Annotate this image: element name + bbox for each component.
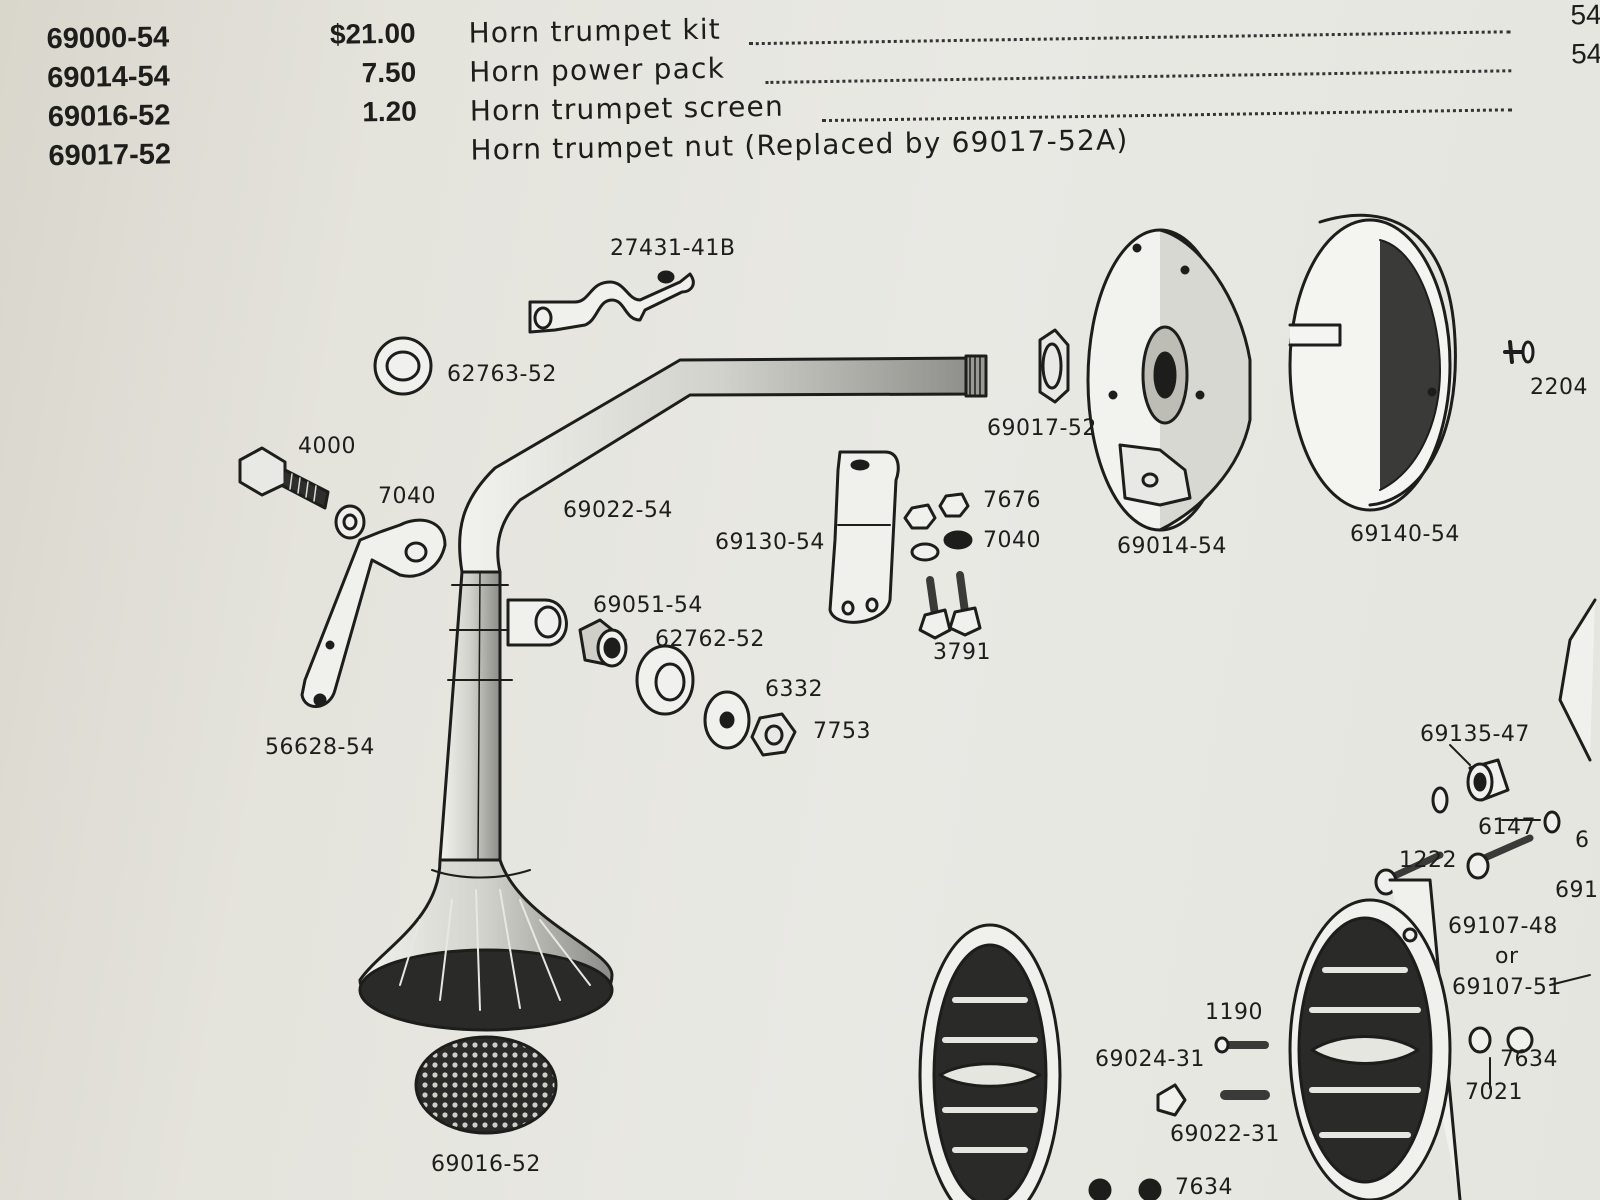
washer-62763 [373, 336, 433, 396]
label-or: or [1495, 944, 1519, 969]
washer-7040 [334, 504, 366, 540]
horn-unit-left [918, 923, 1062, 1200]
label-7634-right: 7634 [1500, 1047, 1558, 1072]
nut-7753 [750, 712, 797, 757]
label-69014-54: 69014-54 [1117, 534, 1227, 559]
label-69051-54: 69051-54 [593, 593, 703, 618]
label-7634-bottom: 7634 [1175, 1175, 1233, 1200]
screw-2204 [1503, 340, 1535, 364]
spacer-69051 [506, 598, 568, 647]
label-69107-51: 69107-51 [1452, 975, 1562, 1000]
washer-6332 [635, 644, 695, 716]
trumpet-screen [414, 1035, 558, 1135]
label-69024-31: 69024-31 [1095, 1047, 1205, 1072]
label-69016-52: 69016-52 [431, 1152, 541, 1177]
bolt-4000 [238, 446, 330, 510]
label-6: 6 [1575, 828, 1590, 853]
trumpet-nut [1038, 328, 1070, 404]
label-69140-54: 69140-54 [1350, 522, 1460, 547]
label-62763-52: 62763-52 [447, 362, 557, 387]
partial-bracket [1558, 598, 1597, 762]
label-1190: 1190 [1205, 1000, 1263, 1025]
label-69017-52: 69017-52 [987, 416, 1097, 441]
label-3791: 3791 [933, 640, 991, 665]
label-7753: 7753 [813, 719, 871, 744]
label-56628-54: 56628-54 [265, 735, 375, 760]
bracket-56628 [300, 518, 447, 708]
label-62762-52: 62762-52 [655, 627, 765, 652]
horn-unit-right [1288, 878, 1462, 1200]
washer-6147 [1431, 786, 1449, 814]
label-27431-41b: 27431-41B [610, 236, 736, 261]
horn-trumpet-tube [358, 354, 988, 1032]
washer-6147-b [1543, 810, 1561, 834]
label-4000: 4000 [298, 434, 356, 459]
screw-1222 [1374, 834, 1534, 896]
label-7040-right: 7040 [983, 528, 1041, 553]
bracket-27431 [528, 270, 695, 334]
label-69022-54: 69022-54 [563, 498, 673, 523]
bracket-69130 [828, 450, 900, 624]
label-691: 691 [1555, 878, 1599, 903]
label-7040-left: 7040 [378, 484, 436, 509]
label-1222: 1222 [1399, 848, 1457, 873]
small-hardware [1088, 974, 1591, 1200]
horn-power-pack [1086, 228, 1252, 532]
label-69107-48: 69107-48 [1448, 914, 1558, 939]
label-7676: 7676 [983, 488, 1041, 513]
label-69130-54: 69130-54 [715, 530, 825, 555]
label-7021: 7021 [1465, 1080, 1523, 1105]
spacer-69135 [1449, 744, 1510, 802]
label-69135-47: 69135-47 [1420, 722, 1530, 747]
power-pack-cover [1288, 213, 1457, 512]
label-69022-31: 69022-31 [1170, 1122, 1280, 1147]
label-6147: 6147 [1478, 815, 1536, 840]
hardware-7676 [903, 492, 982, 640]
bushing-62762 [578, 618, 628, 668]
label-2204: 2204 [1530, 375, 1588, 400]
label-6332: 6332 [765, 677, 823, 702]
